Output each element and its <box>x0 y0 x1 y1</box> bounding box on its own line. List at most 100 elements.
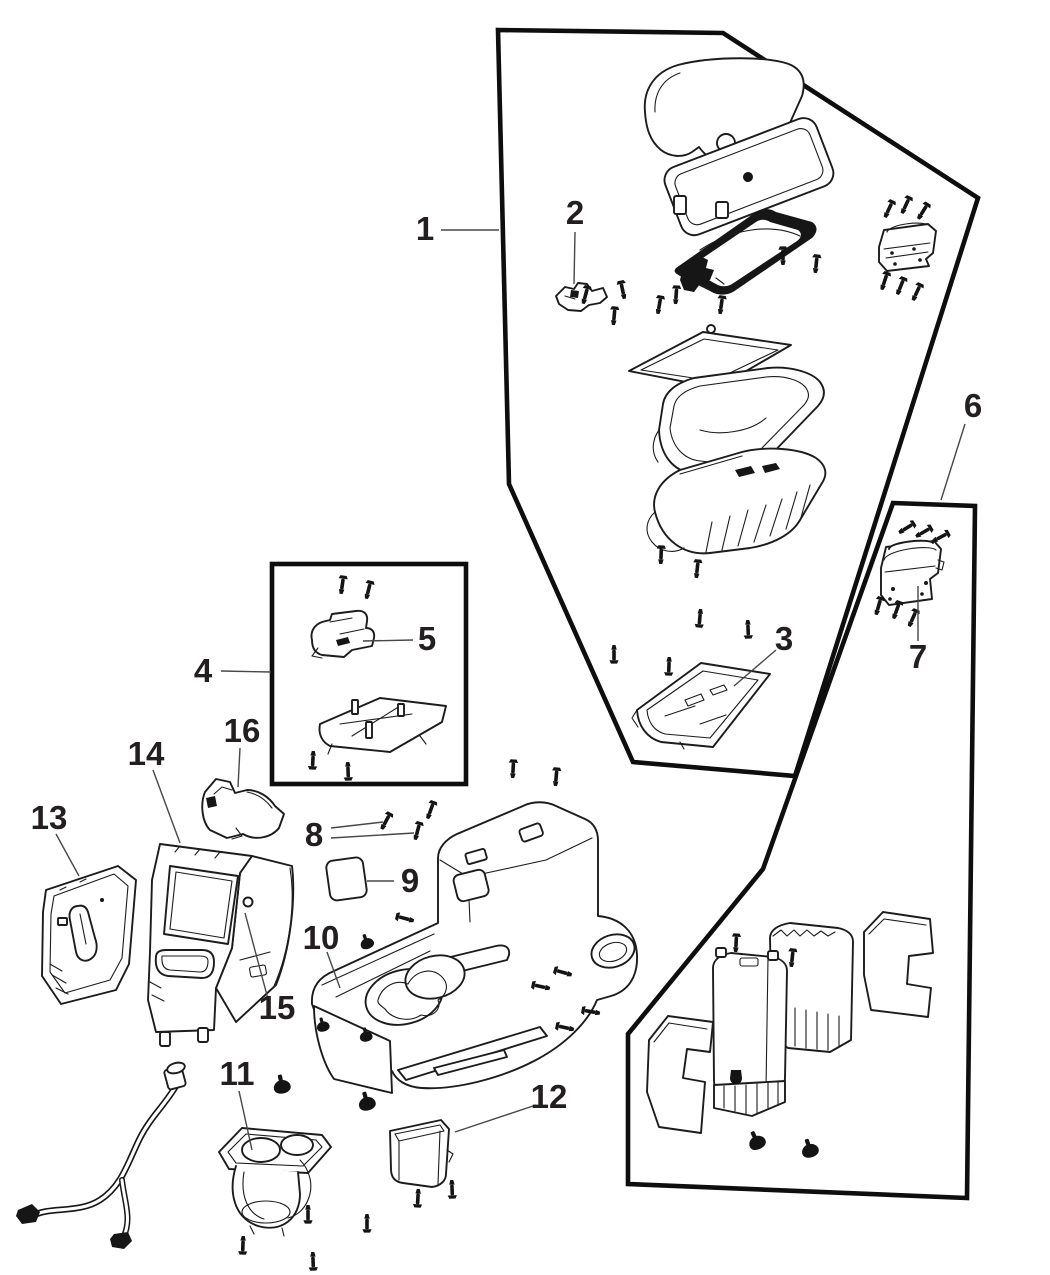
callout-6: 6 <box>964 387 982 424</box>
screw-icon <box>914 200 933 222</box>
rear-console-pad-right <box>863 911 934 1018</box>
callout-14: 14 <box>128 735 165 772</box>
screw-icon <box>913 523 935 541</box>
armrest-latch <box>310 609 376 659</box>
callout-9: 9 <box>401 862 419 899</box>
push-clip-icon <box>798 1136 821 1160</box>
leader-line-11 <box>238 1090 253 1151</box>
screw-icon <box>550 767 562 787</box>
screw-icon <box>609 645 619 664</box>
rear-console-pad-left <box>646 1015 714 1134</box>
screw-icon <box>810 253 822 274</box>
console-front-panel <box>313 1005 393 1094</box>
lid-hinge-frame <box>674 209 817 295</box>
callout-13: 13 <box>31 799 68 836</box>
screw-icon <box>343 761 354 781</box>
screw-icon <box>508 759 519 779</box>
screw-icon <box>237 1235 248 1255</box>
leader-line-10 <box>326 951 341 989</box>
screw-icon <box>656 545 667 565</box>
callout-7: 7 <box>909 638 927 675</box>
hinge-bracket-upper <box>878 222 937 272</box>
leader-line-3 <box>733 649 777 687</box>
wiring-harness <box>16 1061 187 1249</box>
screw-icon <box>394 911 415 926</box>
latch-striker-clip <box>555 282 608 312</box>
storage-bin-insert <box>389 1119 454 1188</box>
screw-icon <box>893 275 909 297</box>
screw-icon <box>336 574 349 595</box>
push-clip-icon <box>271 1072 292 1096</box>
screw-icon <box>670 285 682 305</box>
screw-icon <box>303 1205 313 1224</box>
trim-patch <box>325 856 368 902</box>
leader-lines <box>55 229 966 1151</box>
screw-icon <box>731 933 742 953</box>
leader-line-13 <box>55 833 80 877</box>
armrest-mounting-plate <box>631 662 771 750</box>
screw-icon <box>410 820 425 841</box>
screw-icon <box>908 281 926 303</box>
screw-icon <box>423 799 439 821</box>
callout-4: 4 <box>194 652 213 689</box>
callout-1: 1 <box>416 210 434 247</box>
rear-console-front-cover <box>712 947 788 1117</box>
screw-icon <box>616 279 629 300</box>
push-clip-icon <box>357 932 376 951</box>
latch-base-plate <box>318 697 447 755</box>
screw-icon <box>896 518 918 537</box>
region-6-outline <box>625 500 978 1201</box>
region-4-outline <box>269 561 469 787</box>
screw-icon <box>377 810 395 832</box>
callout-5: 5 <box>418 620 436 657</box>
hinge-bracket-lower <box>880 539 945 606</box>
push-clip-icon <box>355 1089 378 1113</box>
latch-cluster <box>680 256 714 292</box>
callout-11: 11 <box>220 1055 255 1092</box>
harness-connector <box>110 1232 132 1249</box>
leader-line-5 <box>362 639 414 642</box>
leader-line-15 <box>244 912 269 1000</box>
screw-icon <box>608 306 620 326</box>
callout-10: 10 <box>303 919 340 956</box>
leader-line-8a <box>330 821 384 829</box>
screw-icon <box>880 198 898 220</box>
leader-line-12 <box>454 1104 537 1133</box>
screw-icon <box>743 619 754 639</box>
push-clip-icon <box>744 1127 768 1153</box>
leader-line-6 <box>940 423 966 501</box>
interlock-bracket <box>201 778 285 840</box>
region-6-rear-bracket-assembly <box>625 500 978 1201</box>
screw-icon <box>715 294 728 315</box>
floor-console-body <box>311 801 638 1094</box>
leader-line-4 <box>220 670 272 673</box>
gearshift-bezel <box>41 865 137 1005</box>
harness-connector <box>16 1204 40 1224</box>
screw-icon <box>447 1179 458 1199</box>
callout-16: 16 <box>224 712 261 749</box>
screw-icon <box>361 579 376 600</box>
console-front-trim <box>147 843 253 1047</box>
leader-line-2 <box>573 231 576 285</box>
console-side-panel <box>215 855 295 1023</box>
clip-icon <box>730 1070 742 1085</box>
callout-labels: 1 2 3 4 5 6 7 8 9 10 11 12 13 14 15 16 <box>31 194 983 1115</box>
leader-line-14 <box>152 769 181 844</box>
leader-line-8b <box>330 832 415 839</box>
region-4-latch-hardware-box <box>269 561 469 787</box>
screw-icon <box>897 194 915 216</box>
center-parts <box>16 759 638 1271</box>
screw-icon <box>694 608 706 628</box>
screw-icon <box>663 656 674 676</box>
screw-icon <box>307 750 318 770</box>
screw-icon <box>308 1251 319 1271</box>
callout-3: 3 <box>775 620 793 657</box>
armrest-vented-bin <box>646 447 827 555</box>
callout-2: 2 <box>566 194 584 231</box>
cupholder-opening <box>404 954 466 1000</box>
screw-icon <box>412 1188 423 1208</box>
screw-icon <box>653 294 666 315</box>
region-1-armrest-lid-assembly <box>495 27 981 779</box>
